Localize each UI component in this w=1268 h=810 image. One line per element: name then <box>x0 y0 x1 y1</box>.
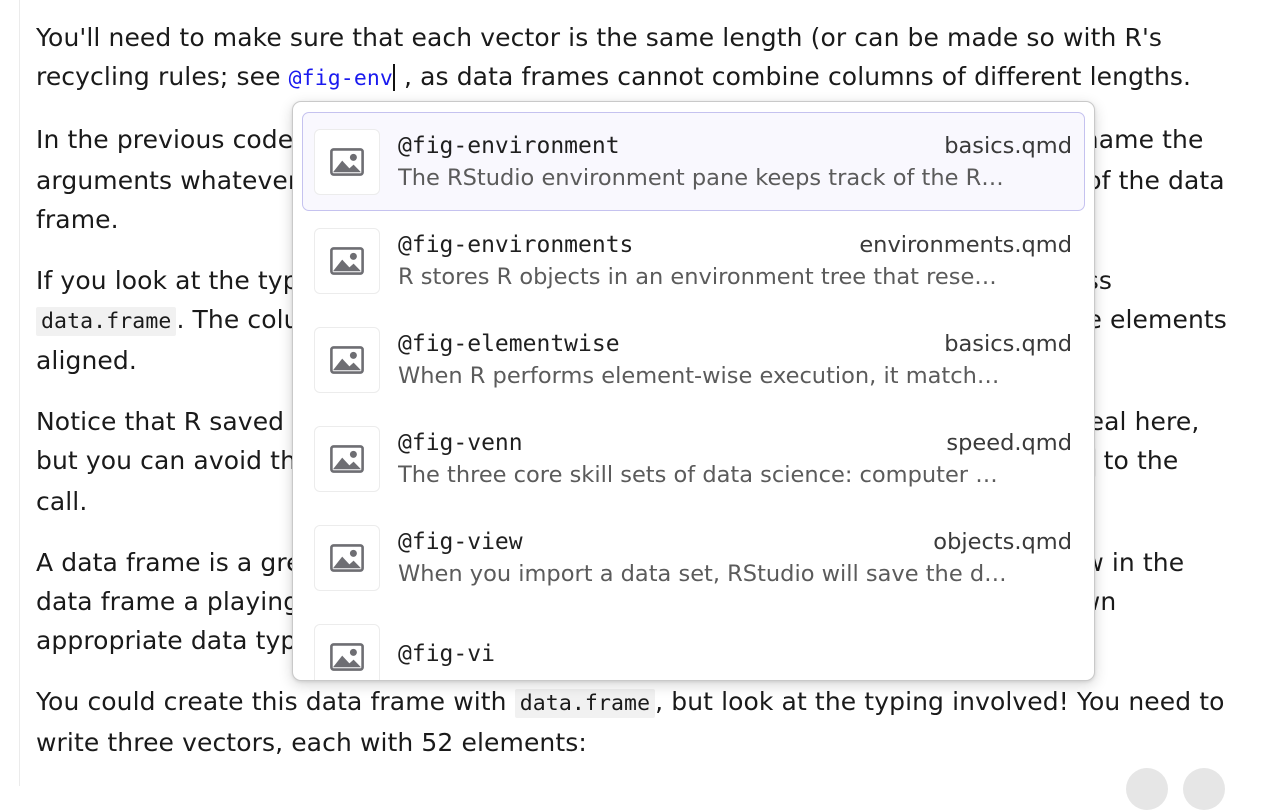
xref-suggestion-id: @fig-view <box>398 529 523 555</box>
xref-suggestion-header: @fig-vi <box>398 641 1072 667</box>
xref-suggestion-id: @fig-elementwise <box>398 331 620 357</box>
xref-suggestion-header: @fig-elementwise basics.qmd <box>398 331 1072 357</box>
image-icon <box>314 426 380 492</box>
xref-suggestion-header: @fig-venn speed.qmd <box>398 430 1072 456</box>
paragraph-p1[interactable]: You'll need to make sure that each vecto… <box>36 18 1236 98</box>
xref-suggestion-header: @fig-view objects.qmd <box>398 529 1072 555</box>
image-icon <box>314 624 380 682</box>
next-page-button[interactable] <box>1183 768 1225 810</box>
editor-canvas[interactable]: You'll need to make sure that each vecto… <box>0 0 1268 786</box>
image-icon <box>314 327 380 393</box>
image-icon <box>314 129 380 195</box>
xref-suggestion-file: basics.qmd <box>944 331 1072 357</box>
editor-gutter-rule <box>19 0 20 786</box>
text-cursor <box>393 64 395 91</box>
xref-suggestion-description: When you import a data set, RStudio will… <box>398 561 1072 587</box>
paragraph-text: You could create this data frame with <box>36 687 515 716</box>
xref-suggestion-file: basics.qmd <box>944 133 1072 159</box>
paragraph-text: , as data frames cannot combine columns … <box>396 62 1191 91</box>
xref-suggestion-description: When R performs element-wise execution, … <box>398 363 1072 389</box>
xref-suggestion-header: @fig-environments environments.qmd <box>398 232 1072 258</box>
xref-suggestion-item[interactable]: @fig-environments environments.qmd R store… <box>302 211 1085 310</box>
xref-suggestion-id: @fig-venn <box>398 430 523 456</box>
xref-suggestion-description: The RStudio environment pane keeps track… <box>398 165 1072 191</box>
xref-suggestion-text: @fig-vi <box>398 641 1072 673</box>
xref-suggestion-description: R stores R objects in an environment tre… <box>398 264 1072 290</box>
xref-suggestion-description: The three core skill sets of data scienc… <box>398 462 1072 488</box>
image-icon <box>314 228 380 294</box>
xref-suggestion-text: @fig-environments environments.qmd R store… <box>398 232 1072 290</box>
previous-page-button[interactable] <box>1126 768 1168 810</box>
xref-suggestion-id: @fig-environments <box>398 232 633 258</box>
xref-suggestion-file: environments.qmd <box>859 232 1072 258</box>
xref-suggestion-id: @fig-environment <box>398 133 620 159</box>
inline-code-span[interactable]: data.frame <box>515 689 655 718</box>
xref-suggestion-item[interactable]: @fig-vi <box>302 607 1085 681</box>
xref-suggestion-header: @fig-environment basics.qmd <box>398 133 1072 159</box>
xref-suggestion-file: speed.qmd <box>946 430 1072 456</box>
inline-xref-token[interactable]: @fig-env <box>289 66 393 91</box>
image-icon <box>314 525 380 591</box>
paragraph-p6[interactable]: You could create this data frame with da… <box>36 682 1236 762</box>
xref-suggestion-file: objects.qmd <box>933 529 1072 555</box>
inline-code-span[interactable]: data.frame <box>36 307 176 336</box>
xref-suggestion-id: @fig-vi <box>398 641 495 667</box>
